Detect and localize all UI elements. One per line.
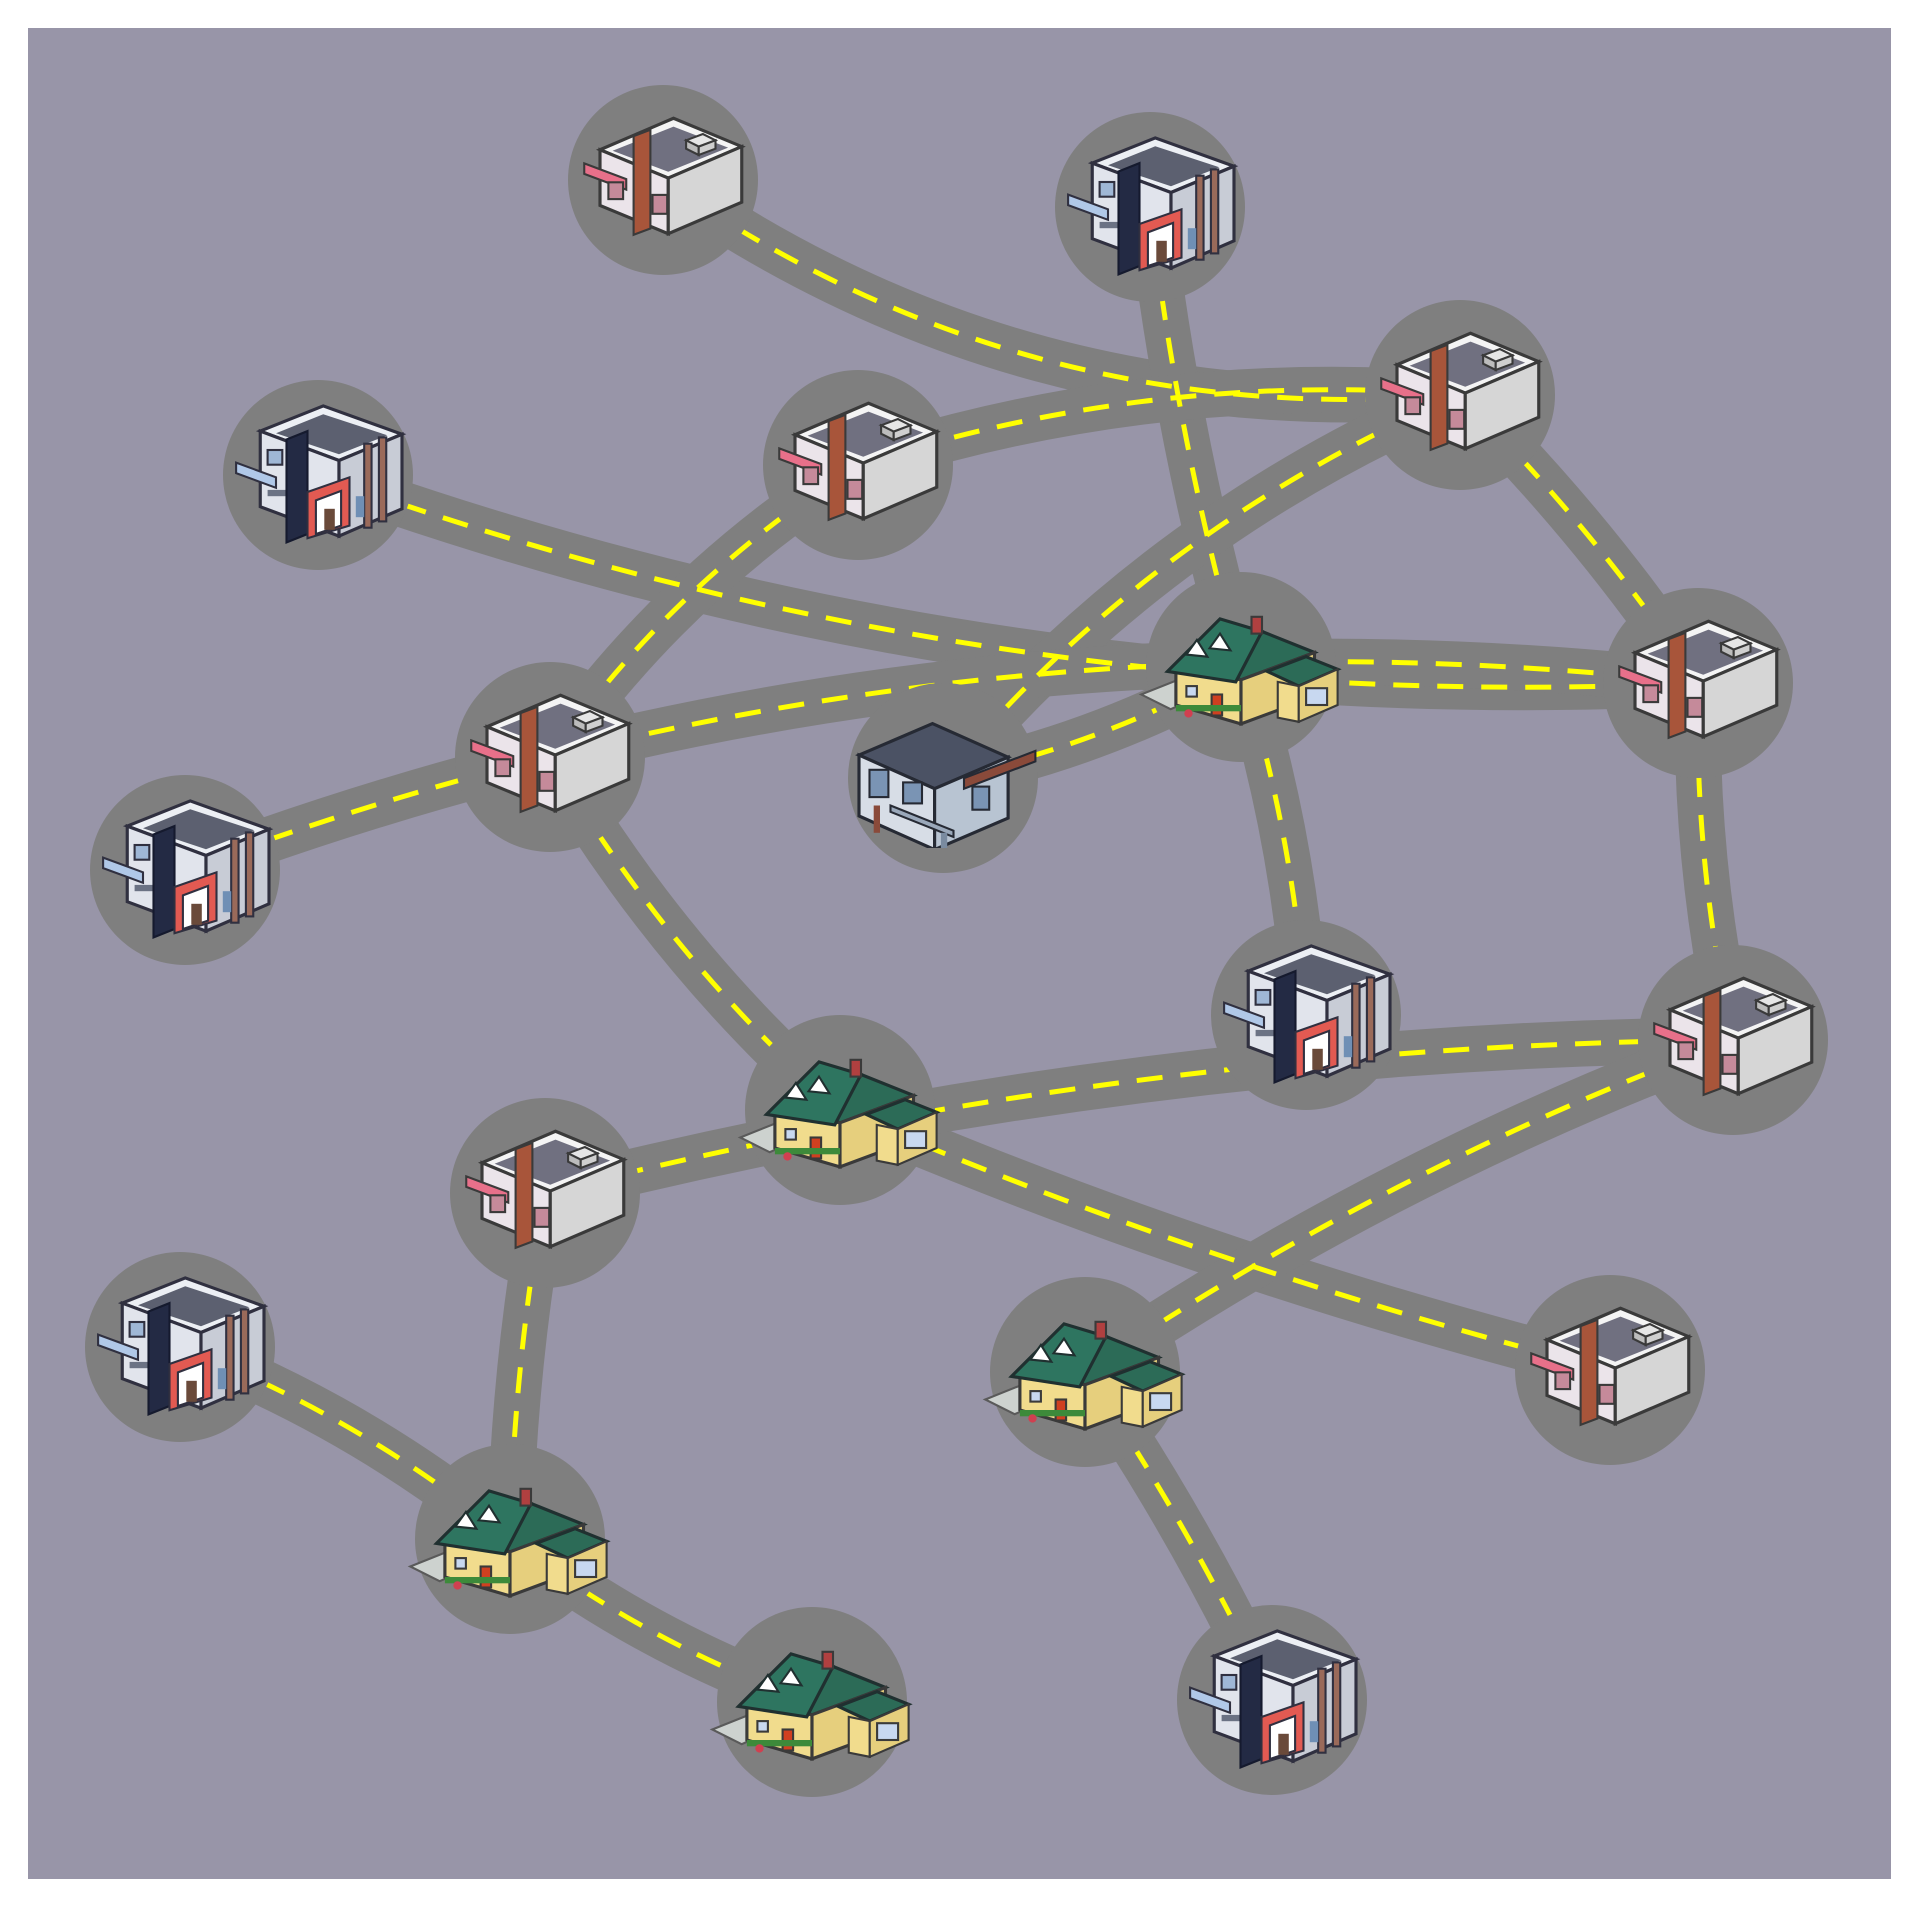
lane-marking-n1-n5	[661, 177, 1461, 402]
map-background	[28, 28, 1891, 1879]
lane-marking-n13-n14	[544, 1037, 1734, 1196]
lane-marking-n3-n9	[317, 472, 1699, 690]
lane-marking-n13-n16	[1083, 1037, 1734, 1375]
lane-marking-n12-n17	[839, 1107, 1611, 1373]
